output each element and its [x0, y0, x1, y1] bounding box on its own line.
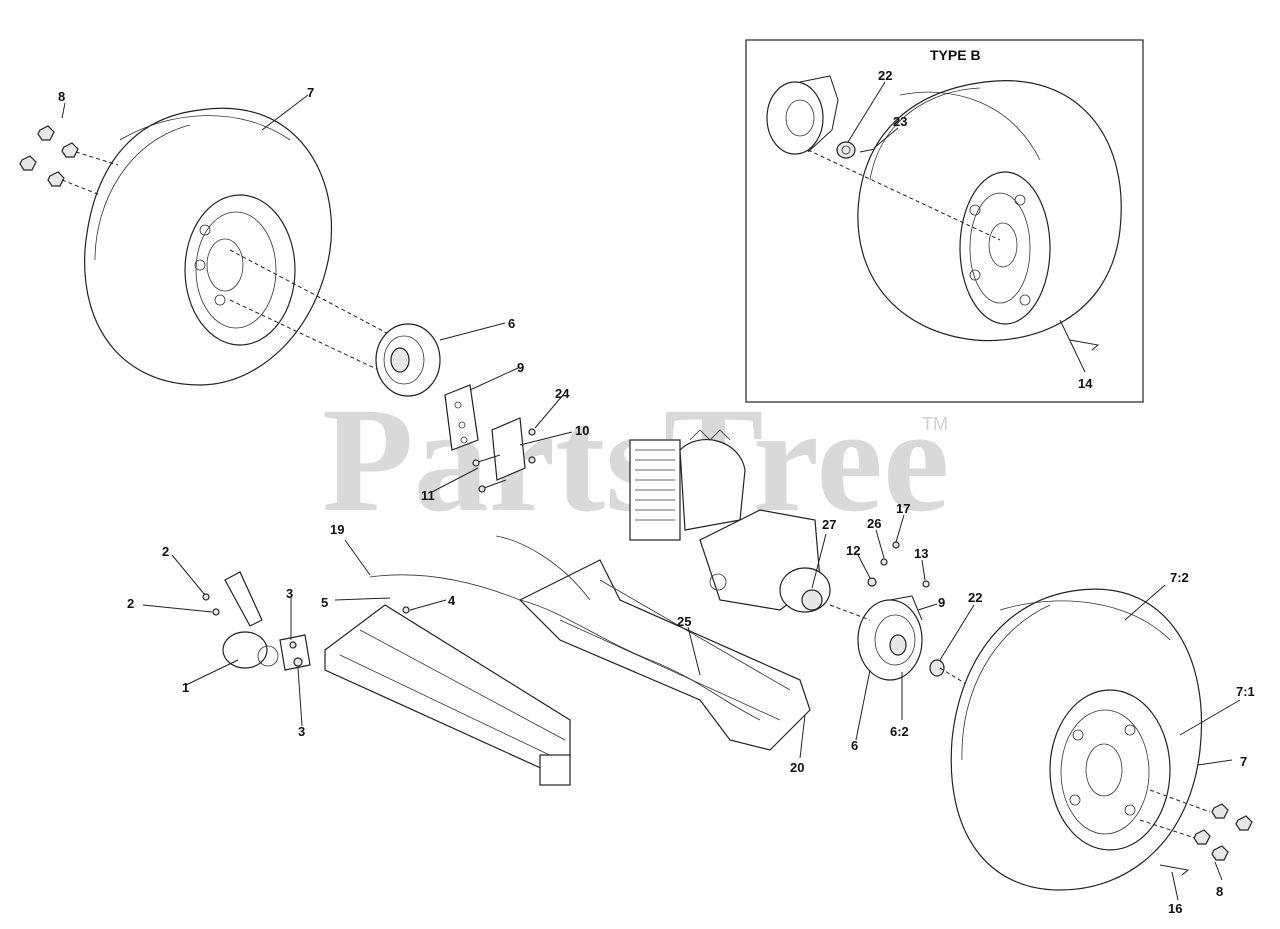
callout-3b: 3	[298, 724, 305, 739]
inset-title: TYPE B	[930, 47, 981, 63]
callout-7-right: 7	[1240, 754, 1247, 769]
left-tire	[84, 107, 333, 386]
right-nut-22	[929, 659, 945, 677]
callout-27: 27	[822, 517, 836, 532]
callout-7-1: 7:1	[1236, 684, 1255, 699]
axle-frame	[518, 559, 811, 751]
lug-line-right-1	[1149, 789, 1211, 813]
part-12	[867, 577, 877, 587]
axle-line-left-2	[229, 299, 401, 381]
screw-2b	[212, 608, 220, 616]
left-lug-nuts	[19, 125, 79, 187]
callout-11: 11	[421, 488, 435, 503]
valve-16	[1159, 864, 1190, 876]
axle-line-right-1	[829, 604, 871, 621]
leader-inset-14	[1059, 319, 1086, 373]
callout-17: 17	[896, 501, 910, 516]
callout-22-right: 22	[968, 590, 982, 605]
callout-8-right: 8	[1216, 884, 1223, 899]
callout-4: 4	[448, 593, 456, 608]
transmission	[699, 509, 831, 613]
screw-2a	[202, 593, 210, 601]
callout-6-right: 6	[851, 738, 858, 753]
leader-inset-22	[847, 81, 886, 143]
wire-harness-2	[495, 535, 591, 601]
callout-24: 24	[555, 386, 570, 401]
left-hub	[375, 323, 441, 397]
callout-9-left: 9	[517, 360, 524, 375]
callout-25: 25	[677, 614, 691, 629]
callout-23: 23	[893, 114, 907, 129]
inset-valve	[1069, 339, 1100, 351]
lug-line-left-1	[75, 151, 119, 166]
inset-type-b: TYPE B	[745, 39, 1144, 403]
inset-frame	[745, 39, 1144, 403]
leader-lines	[61, 94, 1241, 901]
callout-26: 26	[867, 516, 881, 531]
callout-16: 16	[1168, 901, 1182, 916]
brake-plate	[491, 417, 526, 481]
callout-labels: 1 2 2 3 3 4 5 6 6 6:2 7 7 7:1 7:2 8 8 9 …	[58, 68, 1255, 916]
nuts-24	[528, 428, 536, 464]
callout-3a: 3	[286, 586, 293, 601]
callout-7-left: 7	[307, 85, 314, 100]
callout-9-right: 9	[938, 595, 945, 610]
callout-7-2: 7:2	[1170, 570, 1189, 585]
right-hub	[857, 595, 923, 681]
inset-axle-line	[807, 149, 1001, 241]
bolts-11	[472, 454, 507, 493]
lug-line-right-2	[1139, 819, 1196, 839]
engine-fins	[629, 429, 746, 541]
frame-rail	[324, 604, 571, 786]
callout-2b: 2	[127, 596, 134, 611]
callout-20: 20	[790, 760, 804, 775]
callout-6-left: 6	[508, 316, 515, 331]
callout-14: 14	[1078, 376, 1093, 391]
inset-hub	[766, 75, 839, 155]
right-tire	[950, 588, 1203, 891]
callout-2a: 2	[162, 544, 169, 559]
callout-12: 12	[846, 543, 860, 558]
part-17	[892, 541, 900, 549]
callout-10: 10	[575, 423, 589, 438]
leader-inset-23	[873, 127, 899, 149]
callout-22-inset: 22	[878, 68, 892, 83]
brake-bracket	[444, 384, 479, 451]
callout-19: 19	[330, 522, 344, 537]
inset-nut	[836, 141, 856, 159]
wire-harness	[369, 574, 761, 721]
pedal-assembly	[222, 571, 311, 671]
lug-line-left-2	[61, 179, 101, 196]
callout-6-2: 6:2	[890, 724, 909, 739]
callout-8-left: 8	[58, 89, 65, 104]
right-lug-nuts	[1193, 803, 1253, 861]
callout-5: 5	[321, 595, 328, 610]
part-13	[922, 580, 930, 588]
watermark-tm: TM	[922, 414, 948, 434]
callout-13: 13	[914, 546, 928, 561]
inset-tire	[857, 80, 1122, 342]
part-26	[880, 558, 888, 566]
screw-4	[402, 606, 410, 614]
callout-1: 1	[182, 680, 189, 695]
